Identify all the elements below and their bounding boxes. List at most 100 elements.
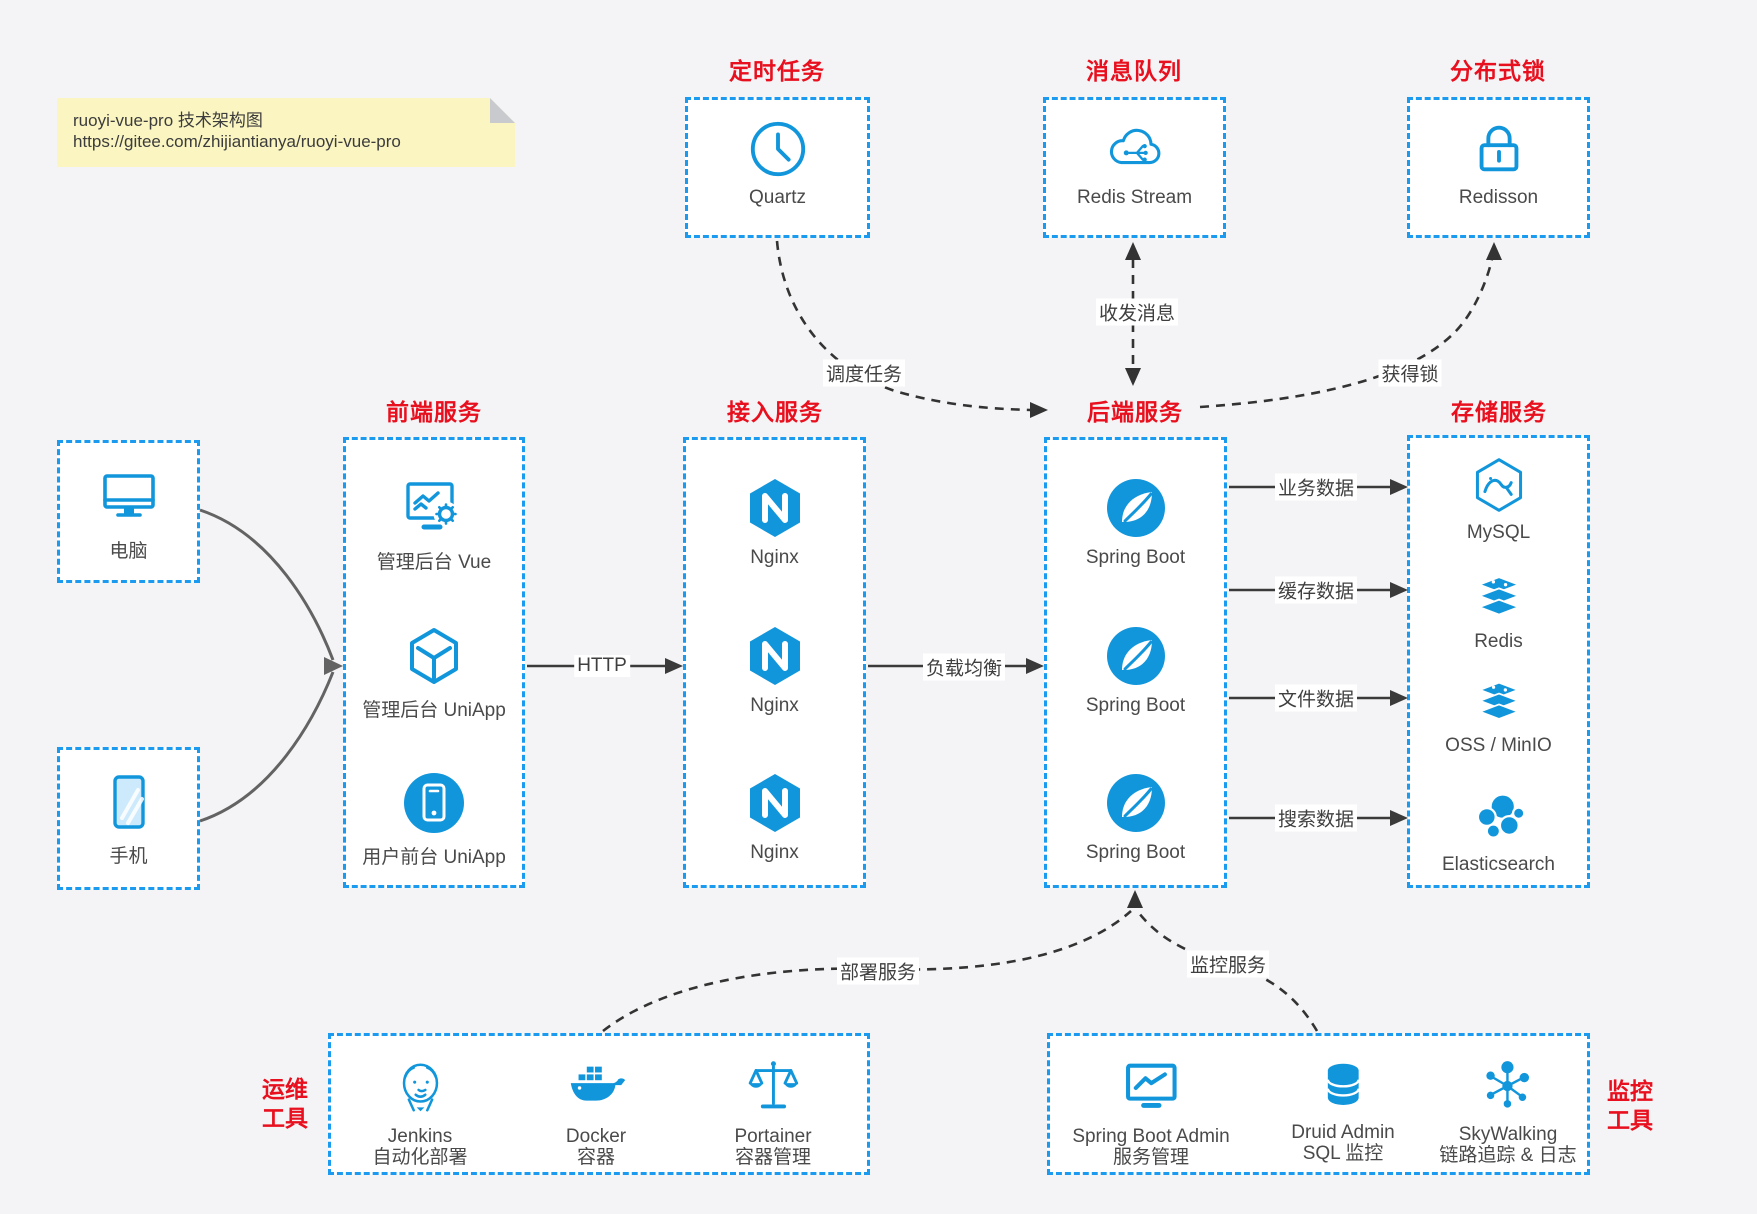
nginx-cell-2: Nginx [686, 624, 863, 717]
pc-cell: 电脑 [60, 465, 197, 563]
redis-cell: Redis [1410, 564, 1587, 653]
uniapp-admin-cell: 管理后台 UniApp [346, 624, 522, 722]
redis-stack-icon [1476, 576, 1521, 616]
cloud-mq-icon [1109, 128, 1160, 165]
load-balance-label: 负载均衡 [922, 653, 1006, 681]
docker-sublabel: 容器 [576, 1147, 615, 1168]
jenkins-cell: Jenkins 自动化部署 [372, 1056, 468, 1168]
nginx-icon [749, 479, 800, 537]
spring-cell-3: Spring Boot [1047, 771, 1224, 864]
phone-icon [112, 775, 145, 829]
http-label: HTTP [574, 655, 630, 677]
title-frontend-services: 前端服务 [386, 399, 482, 425]
uniapp-user-cell: 用户前台 UniApp [346, 771, 522, 869]
note-url: https://gitee.com/zhijiantianya/ruoyi-vu… [73, 132, 401, 151]
nginx-icon [749, 627, 800, 685]
redis-stream-cell: Redis Stream [1046, 118, 1223, 209]
monitor-label: 监控服务 [1186, 950, 1270, 978]
spring-boot-admin-label: Spring Boot Admin [1072, 1126, 1230, 1147]
title-access-services: 接入服务 [727, 399, 823, 425]
mysql-cell: MySQL [1410, 455, 1587, 544]
uniapp-admin-label: 管理后台 UniApp [362, 700, 506, 721]
docker-icon [570, 1066, 626, 1101]
skywalking-sublabel: 链路追踪 & 日志 [1439, 1145, 1577, 1166]
elasticsearch-cell: Elasticsearch [1410, 787, 1587, 876]
lock-dashed-curve [1199, 258, 1494, 409]
docker-label: Docker [565, 1126, 627, 1147]
desktop-icon [102, 474, 155, 517]
title-backend-services: 后端服务 [1087, 399, 1183, 425]
deploy-monitor-arrowhead [1127, 890, 1143, 908]
pc-box: 电脑 [57, 440, 200, 583]
mysql-label: MySQL [1466, 522, 1531, 543]
file-data-label: 文件数据 [1274, 684, 1358, 712]
lock-arrowhead [1486, 242, 1502, 260]
database-icon [1326, 1063, 1360, 1105]
nginx-cell-1: Nginx [686, 476, 863, 569]
nginx-label-2: Nginx [750, 695, 799, 716]
phone-label: 手机 [109, 846, 148, 867]
jenkins-label: Jenkins [387, 1126, 453, 1147]
quartz-box: Quartz [685, 97, 870, 238]
title-storage-services: 存储服务 [1451, 399, 1547, 425]
portainer-sublabel: 容器管理 [734, 1147, 812, 1168]
spring-icon [1106, 627, 1165, 685]
monitor-tools-line2: 工具 [1607, 1107, 1653, 1133]
scales-icon [748, 1061, 798, 1109]
uniapp-user-label: 用户前台 UniApp [362, 847, 506, 868]
vue-admin-label: 管理后台 Vue [376, 552, 492, 573]
title-ops-tools: 运维 工具 [262, 1075, 308, 1133]
title-message-queue: 消息队列 [1086, 58, 1182, 84]
devices-arrowhead [324, 657, 343, 675]
ops-tools-line1: 运维 [262, 1076, 308, 1102]
quartz-cell: Quartz [688, 118, 867, 209]
nginx-icon [749, 774, 800, 832]
schedule-arrowhead [1030, 402, 1048, 418]
mysql-icon [1475, 458, 1522, 512]
redis-label: Redis [1474, 631, 1523, 652]
vue-admin-cell: 管理后台 Vue [346, 476, 522, 574]
ops-tools-box: Jenkins 自动化部署 Docker 容器 [328, 1033, 870, 1175]
search-data-label: 搜索数据 [1274, 804, 1358, 832]
monitor-chart-icon [1125, 1063, 1177, 1108]
pc-label: 电脑 [109, 541, 148, 562]
spring-cell-1: Spring Boot [1047, 476, 1224, 569]
elasticsearch-icon [1476, 793, 1525, 839]
portainer-label: Portainer [734, 1126, 812, 1147]
mq-label: 收发消息 [1095, 298, 1179, 326]
cube-icon [410, 628, 458, 684]
title-scheduled-tasks: 定时任务 [729, 58, 825, 84]
elasticsearch-label: Elasticsearch [1442, 854, 1555, 875]
ops-tools-line2: 工具 [262, 1105, 308, 1131]
network-graph-icon [1485, 1061, 1529, 1108]
nginx-cell-3: Nginx [686, 771, 863, 864]
mq-up-arrowhead [1125, 242, 1141, 260]
storage-box: MySQL Redis OSS / MinIO [1407, 435, 1590, 888]
admin-screen-gear-icon [406, 482, 459, 530]
access-box: Nginx Nginx Nginx [683, 437, 866, 888]
redisson-cell: Redisson [1410, 118, 1587, 209]
redisson-box: Redisson [1407, 97, 1590, 238]
clock-icon [750, 121, 805, 177]
oss-minio-cell: OSS / MinIO [1410, 670, 1587, 757]
sticky-note: ruoyi-vue-pro 技术架构图 https://gitee.com/zh… [57, 98, 515, 167]
jenkins-icon [402, 1063, 438, 1112]
docker-cell: Docker 容器 [565, 1056, 627, 1168]
spring-boot-admin-cell: Spring Boot Admin 服务管理 [1072, 1056, 1230, 1168]
skywalking-cell: SkyWalking 链路追踪 & 日志 [1439, 1056, 1577, 1166]
mobile-app-circle-icon [404, 773, 464, 833]
deploy-label: 部署服务 [836, 957, 920, 985]
druid-cell: Druid Admin SQL 监控 [1291, 1056, 1395, 1164]
backend-to-storage-lines [1229, 485, 1391, 820]
devices-to-frontend-connector [199, 508, 335, 823]
redis-stream-label: Redis Stream [1076, 187, 1193, 208]
backend-box: Spring Boot Spring Boot Spring Boot [1044, 437, 1227, 888]
cache-data-label: 缓存数据 [1274, 576, 1358, 604]
lock-icon [1479, 125, 1518, 172]
schedule-label: 调度任务 [822, 359, 906, 387]
business-data-label: 业务数据 [1274, 473, 1358, 501]
spring-label-3: Spring Boot [1085, 842, 1186, 863]
redisson-label: Redisson [1458, 187, 1539, 208]
spring-label-2: Spring Boot [1085, 695, 1186, 716]
